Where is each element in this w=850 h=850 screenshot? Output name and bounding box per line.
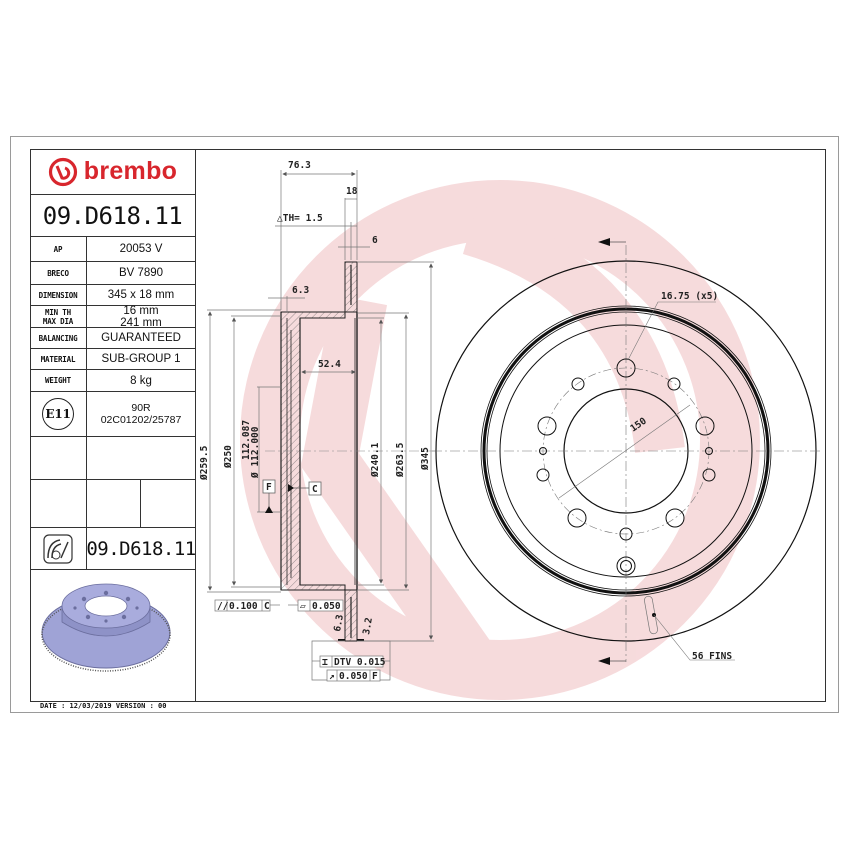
brake-disc-3d-image [41,583,171,672]
spec-row-min-max: MIN TH MAX DIA 16 mm 241 mm [30,304,195,329]
dim-d240-1: Ø240.1 [370,442,381,478]
hole-callout: 16.75 (x5) [661,291,718,302]
dim-d112-upper: 112.087 [241,420,252,460]
blank-row-2 [30,480,195,528]
spec-label: DIMENSION [30,285,87,305]
spec-row-ap: AP 20053 V [30,237,195,262]
svg-text:0.050: 0.050 [312,601,341,612]
svg-text:0.100: 0.100 [229,601,258,612]
runout-symbol: ↗ [329,671,335,682]
brembo-logo-icon [48,157,77,186]
spec-row-balancing: BALANCING GUARANTEED [30,328,195,349]
spec-row-weight: WEIGHT 8 kg [30,370,195,392]
tolerance-flatness: ▱ 0.050 [288,599,344,612]
section-dimension-labels: 76.3 18 △TH= 1.5 6 6.3 52.4 Ø259.5 Ø250 … [199,160,431,481]
spec-label: MATERIAL [30,349,87,369]
spec-value: 8 kg [130,374,152,387]
dim-overall-height: 76.3 [288,160,311,171]
fins-label: 56 FINS [692,651,732,662]
spec-label: WEIGHT [30,370,87,391]
spec-label: AP [30,237,87,261]
spec-label: BALANCING [30,328,87,348]
spec-value: SUB-GROUP 1 [101,353,181,365]
sheet-inner-border [30,149,826,702]
dim-delta-th: △TH= 1.5 [277,213,323,224]
spec-value: 345 x 18 mm [107,289,175,301]
datum-c: C [288,481,322,496]
e11-approval-icon: E11 [42,398,74,430]
runout-datum: F [372,671,378,682]
disc-profile-icon [43,533,73,564]
spec-value: 16 mm 241 mm [120,304,162,329]
disc-icon-cell [30,528,87,569]
approval-number: 90R 02C01202/25787 [100,402,182,426]
logo-row: brembo [30,149,195,195]
sheet-outer-border [10,136,839,713]
dim-d345: Ø345 [420,447,431,471]
svg-text:▱: ▱ [300,601,306,612]
spec-row-dimension: DIMENSION 345 x 18 mm [30,285,195,306]
dim-d263-5: Ø263.5 [395,442,406,478]
dtv-value: DTV 0.015 [334,657,386,668]
roughness-marks: 6.3 3.2 [332,613,375,641]
datum-f: F [262,479,276,513]
section-view [265,261,440,642]
front-view [432,238,822,665]
dim-inner-depth: 52.4 [318,359,341,370]
tolerance-parallelism: // 0.100 C [214,599,280,612]
date-version-label: DATE : 12/03/2019 VERSION : 00 [40,702,167,710]
part-number-row: 09.D618.11 [30,195,195,237]
section-dimensions [207,170,434,642]
dim-d250: Ø250 [223,445,234,469]
approval-mark: E11 [30,392,87,436]
svg-text:F: F [266,482,272,493]
tolerance-dtv [311,640,391,682]
part-number: 09.D618.11 [42,201,183,230]
dim-d259-5: Ø259.5 [199,445,210,481]
svg-text:C: C [264,601,270,612]
svg-text:C: C [312,484,318,495]
blank-row-1 [30,437,195,480]
svg-text:6.3: 6.3 [332,613,346,632]
dim-hat-wall: 6.3 [292,285,309,296]
spec-row-breco: BRECO BV 7890 [30,262,195,285]
disc-render-cell [30,570,195,701]
dtv-symbol: ⌶ [322,657,328,668]
dim-cheek: 6 [372,235,378,246]
svg-text://: // [217,601,229,612]
dim-d112-lower: Ø 112.000 [250,426,261,479]
spec-row-material: MATERIAL SUB-GROUP 1 [30,349,195,370]
spec-label: MIN TH MAX DIA [30,306,87,327]
dim-disc-thickness: 18 [346,186,358,197]
blank-cell [30,480,87,527]
spec-value: BV 7890 [118,267,164,279]
blank-divider [140,480,141,527]
spec-label: BRECO [30,262,87,284]
svg-text:3.2: 3.2 [361,617,375,636]
part-number-footer-row: 09.D618.11 [30,528,196,570]
spec-value: GUARANTEED [101,332,181,344]
spec-value: 20053 V [119,243,163,255]
spec-panel: brembo 09.D618.11 AP 20053 V BRECO BV 78… [30,149,196,702]
part-number-footer: 09.D618.11 [86,537,196,560]
blank-cell [30,437,87,479]
brand-name: brembo [83,157,178,185]
spec-row-approval: E11 90R 02C01202/25787 [30,392,195,437]
runout-value: 0.050 [339,671,368,682]
